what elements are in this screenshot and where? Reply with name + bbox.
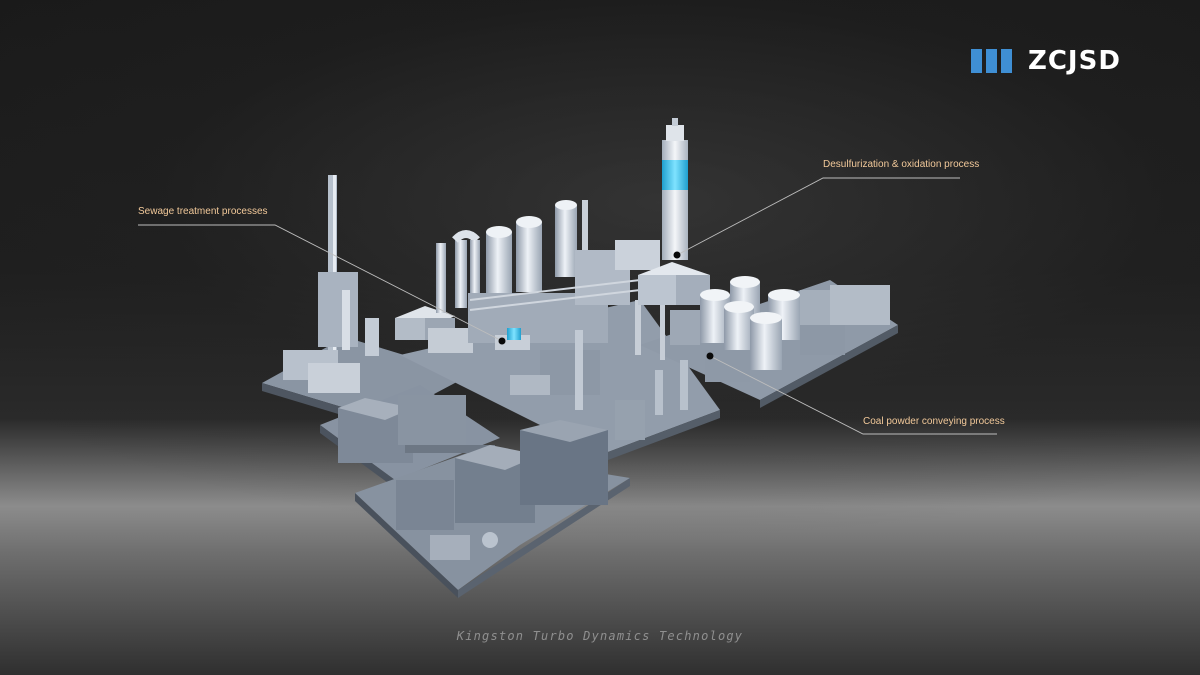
logo-bars-icon (971, 49, 1012, 73)
brand-logo: ZCJSD (971, 46, 1121, 76)
desulfurization-callout-label: Desulfurization & oxidation process (823, 159, 980, 170)
left-buildings (338, 306, 495, 463)
central-tanks (436, 200, 588, 313)
desulfurization-marker (673, 251, 681, 259)
brand-name: ZCJSD (1028, 46, 1121, 76)
coal-marker (706, 352, 714, 360)
coal-leader-line (709, 355, 997, 435)
sewage-marker (498, 337, 506, 345)
sewage-callout-label: Sewage treatment processes (138, 206, 268, 217)
sewage-leader-line (138, 224, 503, 342)
coal-callout-label: Coal powder conveying process (863, 416, 1005, 427)
footer-company-name: Kingston Turbo Dynamics Technology (456, 629, 744, 643)
foreground-buildings (396, 420, 608, 560)
process-units (468, 240, 688, 440)
left-chimney (283, 175, 379, 393)
desulfurization-tower (638, 118, 710, 305)
desulfurization-leader-line (676, 177, 960, 256)
callout-leaders (138, 177, 997, 435)
